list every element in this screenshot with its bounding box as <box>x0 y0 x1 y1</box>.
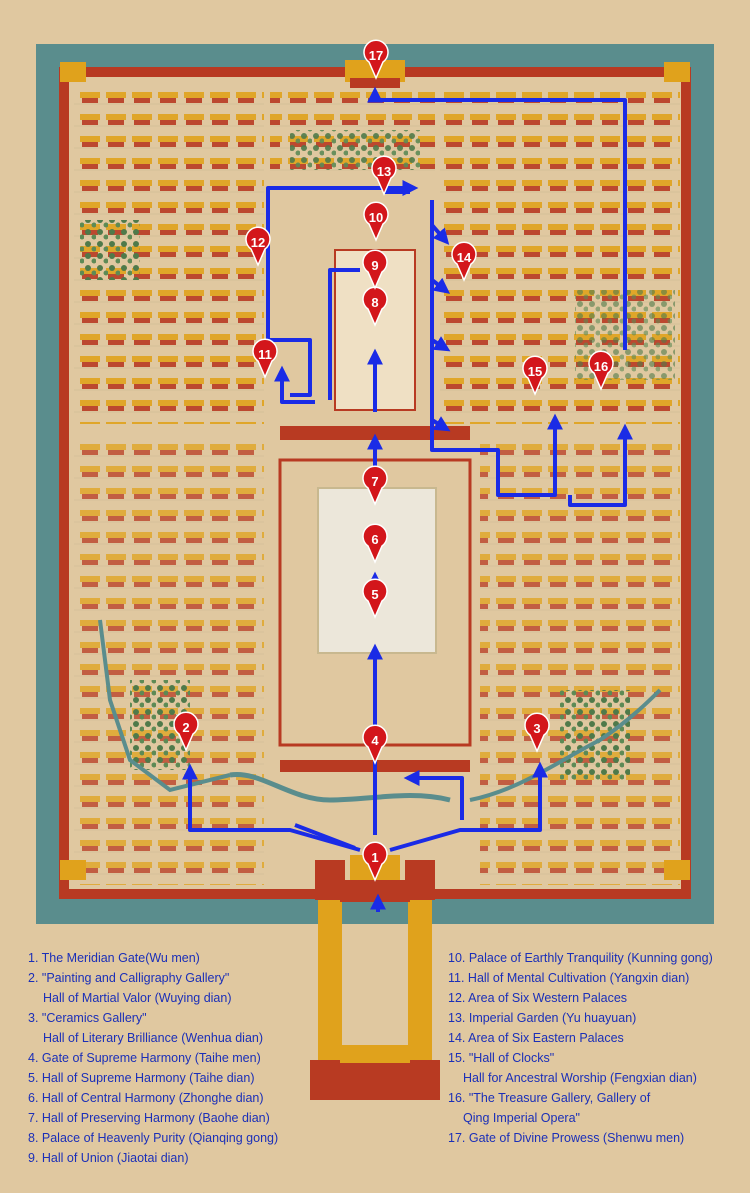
marker-6[interactable]: 6 <box>362 523 388 564</box>
legend-entry: Hall of Martial Valor (Wuying dian) <box>43 991 232 1005</box>
marker-3[interactable]: 3 <box>524 712 550 753</box>
marker-14[interactable]: 14 <box>451 241 477 282</box>
marker-10[interactable]: 10 <box>363 201 389 242</box>
marker-pin-icon <box>245 226 271 267</box>
marker-1[interactable]: 1 <box>362 841 388 882</box>
legend-entry: 16. "The Treasure Gallery, Gallery of <box>448 1091 651 1105</box>
legend-entry: 5. Hall of Supreme Harmony (Taihe dian) <box>28 1071 255 1085</box>
marker-pin-icon <box>362 724 388 765</box>
legend-entry: 8. Palace of Heavenly Purity (Qianqing g… <box>28 1131 279 1145</box>
legend-entry: 6. Hall of Central Harmony (Zhonghe dian… <box>28 1091 264 1105</box>
marker-17[interactable]: 17 <box>363 39 389 80</box>
legend-entry: 1. The Meridian Gate(Wu men) <box>28 951 200 965</box>
marker-label: 10 <box>369 210 383 225</box>
marker-13[interactable]: 13 <box>371 155 397 196</box>
marker-label: 4 <box>371 733 379 748</box>
marker-15[interactable]: 15 <box>522 355 548 396</box>
marker-label: 17 <box>369 48 383 63</box>
marker-label: 12 <box>251 235 265 250</box>
marker-label: 11 <box>258 347 272 362</box>
legend-entry: 13. Imperial Garden (Yu huayuan) <box>448 1011 637 1025</box>
legend-entry: Hall for Ancestral Worship (Fengxian dia… <box>463 1071 697 1085</box>
legend-entry: 17. Gate of Divine Prowess (Shenwu men) <box>448 1131 685 1145</box>
marker-pin-icon <box>362 841 388 882</box>
marker-pin-icon <box>371 155 397 196</box>
legend-entry: 14. Area of Six Eastern Palaces <box>448 1031 624 1045</box>
marker-pin-icon <box>362 523 388 564</box>
marker-label: 1 <box>371 850 378 865</box>
marker-7[interactable]: 7 <box>362 465 388 506</box>
marker-5[interactable]: 5 <box>362 578 388 619</box>
tour-route <box>182 86 633 912</box>
corner-towers <box>60 62 690 880</box>
marker-pin-icon <box>522 355 548 396</box>
marker-11[interactable]: 11 <box>252 338 278 379</box>
legend-entry: 4. Gate of Supreme Harmony (Taihe men) <box>28 1051 261 1065</box>
marker-pin-icon <box>451 241 477 282</box>
marker-label: 16 <box>594 359 608 374</box>
marker-12[interactable]: 12 <box>245 226 271 267</box>
legend-entry: 11. Hall of Mental Cultivation (Yangxin … <box>448 971 690 985</box>
marker-16[interactable]: 16 <box>588 350 614 391</box>
legend-entry: 2. "Painting and Calligraphy Gallery" <box>28 971 230 985</box>
legend-entry: 10. Palace of Earthly Tranquility (Kunni… <box>448 951 713 965</box>
marker-2[interactable]: 2 <box>173 711 199 752</box>
legend-entry: 3. "Ceramics Gallery" <box>28 1011 147 1025</box>
marker-label: 13 <box>377 164 391 179</box>
legend-entry: Hall of Literary Brilliance (Wenhua dian… <box>43 1031 264 1045</box>
marker-label: 15 <box>528 364 542 379</box>
legend-entry: 7. Hall of Preserving Harmony (Baohe dia… <box>28 1111 270 1125</box>
marker-pin-icon <box>362 465 388 506</box>
marker-pin-icon <box>173 711 199 752</box>
legend-left-column: 1. The Meridian Gate(Wu men) 2. "Painting… <box>28 948 358 1168</box>
marker-label: 6 <box>371 532 378 547</box>
marker-pin-icon <box>362 578 388 619</box>
marker-pin-icon <box>362 249 388 290</box>
legend-entry: 9. Hall of Union (Jiaotai dian) <box>28 1151 189 1165</box>
marker-label: 3 <box>533 721 540 736</box>
marker-label: 9 <box>371 258 378 273</box>
marker-pin-icon <box>524 712 550 753</box>
legend-entry: 12. Area of Six Western Palaces <box>448 991 628 1005</box>
marker-pin-icon <box>252 338 278 379</box>
legend-entry: 15. "Hall of Clocks" <box>448 1051 555 1065</box>
marker-9[interactable]: 9 <box>362 249 388 290</box>
marker-label: 5 <box>371 587 378 602</box>
marker-label: 14 <box>457 250 472 265</box>
marker-pin-icon <box>363 39 389 80</box>
marker-label: 7 <box>371 474 378 489</box>
legend-right-column: 10. Palace of Earthly Tranquility (Kunni… <box>448 948 748 1148</box>
legend-entry: Qing Imperial Opera" <box>463 1111 580 1125</box>
marker-label: 8 <box>371 295 378 310</box>
marker-pin-icon <box>363 201 389 242</box>
marker-label: 2 <box>182 720 189 735</box>
marker-pin-icon <box>588 350 614 391</box>
marker-4[interactable]: 4 <box>362 724 388 765</box>
